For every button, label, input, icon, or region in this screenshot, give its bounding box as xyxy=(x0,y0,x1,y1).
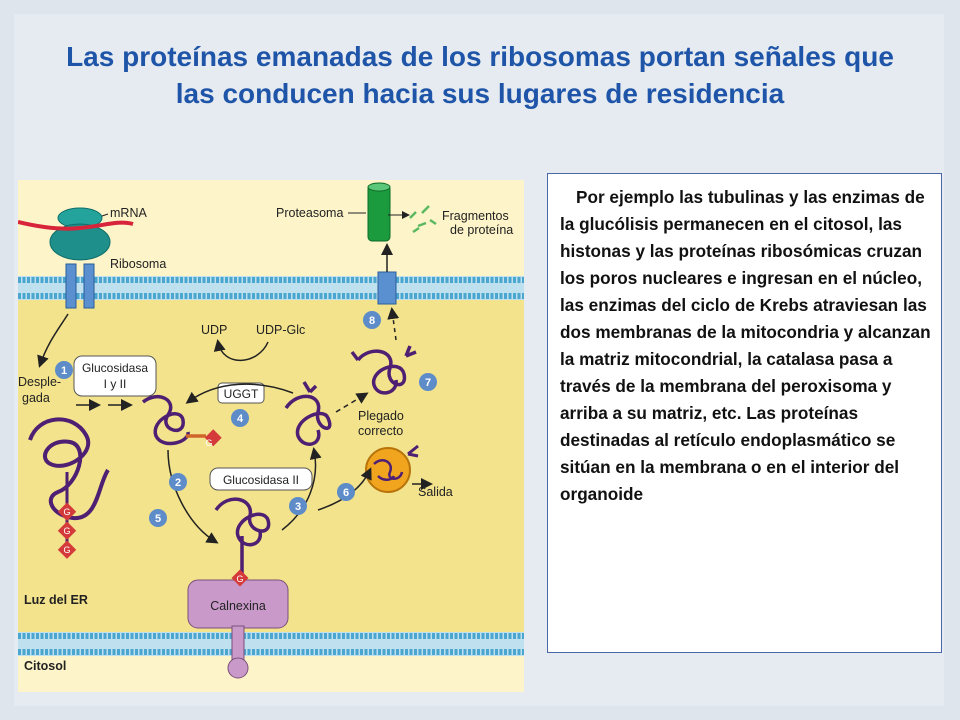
step-circle-8: 8 xyxy=(363,311,381,329)
glucosidasa-ii-box: Glucosidasa II xyxy=(209,467,313,491)
folding-protein-1 xyxy=(141,395,206,446)
step-circle-1: 1 xyxy=(55,361,73,379)
folding-protein-2 xyxy=(284,381,332,446)
svg-text:Glucosidasa II: Glucosidasa II xyxy=(223,473,299,487)
svg-text:6: 6 xyxy=(343,487,349,499)
svg-text:Calnexina: Calnexina xyxy=(210,599,266,613)
retrotranslocon-channel xyxy=(377,271,397,305)
step-circle-7: 7 xyxy=(419,373,437,391)
udp-label: UDP xyxy=(201,323,227,337)
fragmentos-label-1: Fragmentos xyxy=(442,209,509,223)
step-circle-3: 3 xyxy=(289,497,307,515)
uggt-box: UGGT xyxy=(217,382,265,404)
er-quality-control-figure: mRNA Ribosoma Proteasoma Fragmentos de p… xyxy=(17,180,524,692)
svg-text:1: 1 xyxy=(61,365,67,377)
udp-glc-label: UDP-Glc xyxy=(256,323,305,337)
svg-text:UGGT: UGGT xyxy=(224,387,259,401)
desplegada-label-2: gada xyxy=(22,391,50,405)
step-circle-4: 4 xyxy=(231,409,249,427)
svg-text:7: 7 xyxy=(425,377,431,389)
fragmentos-label-2: de proteína xyxy=(450,223,513,237)
protein-fragments xyxy=(409,205,437,234)
mrna-strand xyxy=(17,220,134,231)
folded-protein-icon xyxy=(365,444,419,493)
svg-text:4: 4 xyxy=(237,413,244,425)
glucose-mark-2 xyxy=(231,569,249,587)
folding-protein-3 xyxy=(214,497,271,578)
glucosidasa-i-ii-box: Glucosidasa I y II xyxy=(73,355,157,397)
calnexina-protein: Calnexina xyxy=(187,579,289,679)
misfolded-protein xyxy=(350,345,417,395)
er-membrane-top xyxy=(18,276,524,300)
svg-text:G: G xyxy=(205,438,212,448)
mrna-label: mRNA xyxy=(110,206,147,220)
er-membrane-bottom xyxy=(18,632,524,656)
step-circle-5: 5 xyxy=(149,509,167,527)
plegado-label-2: correcto xyxy=(358,424,403,438)
svg-text:2: 2 xyxy=(175,477,181,489)
svg-text:5: 5 xyxy=(155,513,161,525)
step-circle-6: 6 xyxy=(337,483,355,501)
glucose-mark-1 xyxy=(204,429,222,447)
plegado-label-1: Plegado xyxy=(358,409,404,423)
salida-label: Salida xyxy=(418,485,453,499)
svg-text:G: G xyxy=(63,526,70,536)
svg-text:G: G xyxy=(63,545,70,555)
proteasome-icon xyxy=(367,182,391,242)
unfolded-protein xyxy=(28,417,110,520)
proteasoma-label: Proteasoma xyxy=(276,206,343,220)
slide-title: Las proteínas emanadas de los ribosomas … xyxy=(66,41,894,109)
desplegada-label-1: Desple- xyxy=(18,375,61,389)
explanation-text: Por ejemplo las tubulinas y las enzimas … xyxy=(560,187,931,504)
svg-text:3: 3 xyxy=(295,501,301,513)
svg-text:8: 8 xyxy=(369,315,375,327)
translocon-channel xyxy=(65,263,95,309)
citosol-label: Citosol xyxy=(24,659,66,673)
svg-text:G: G xyxy=(236,574,243,584)
ribosoma-label: Ribosoma xyxy=(110,257,166,271)
luz-er-label: Luz del ER xyxy=(24,593,88,607)
svg-text:I y II: I y II xyxy=(104,377,127,391)
explanation-textbox: Por ejemplo las tubulinas y las enzimas … xyxy=(547,173,942,653)
svg-text:G: G xyxy=(63,507,70,517)
step-circle-2: 2 xyxy=(169,473,187,491)
svg-text:Glucosidasa: Glucosidasa xyxy=(82,361,148,375)
ribosome-icon xyxy=(49,207,111,261)
